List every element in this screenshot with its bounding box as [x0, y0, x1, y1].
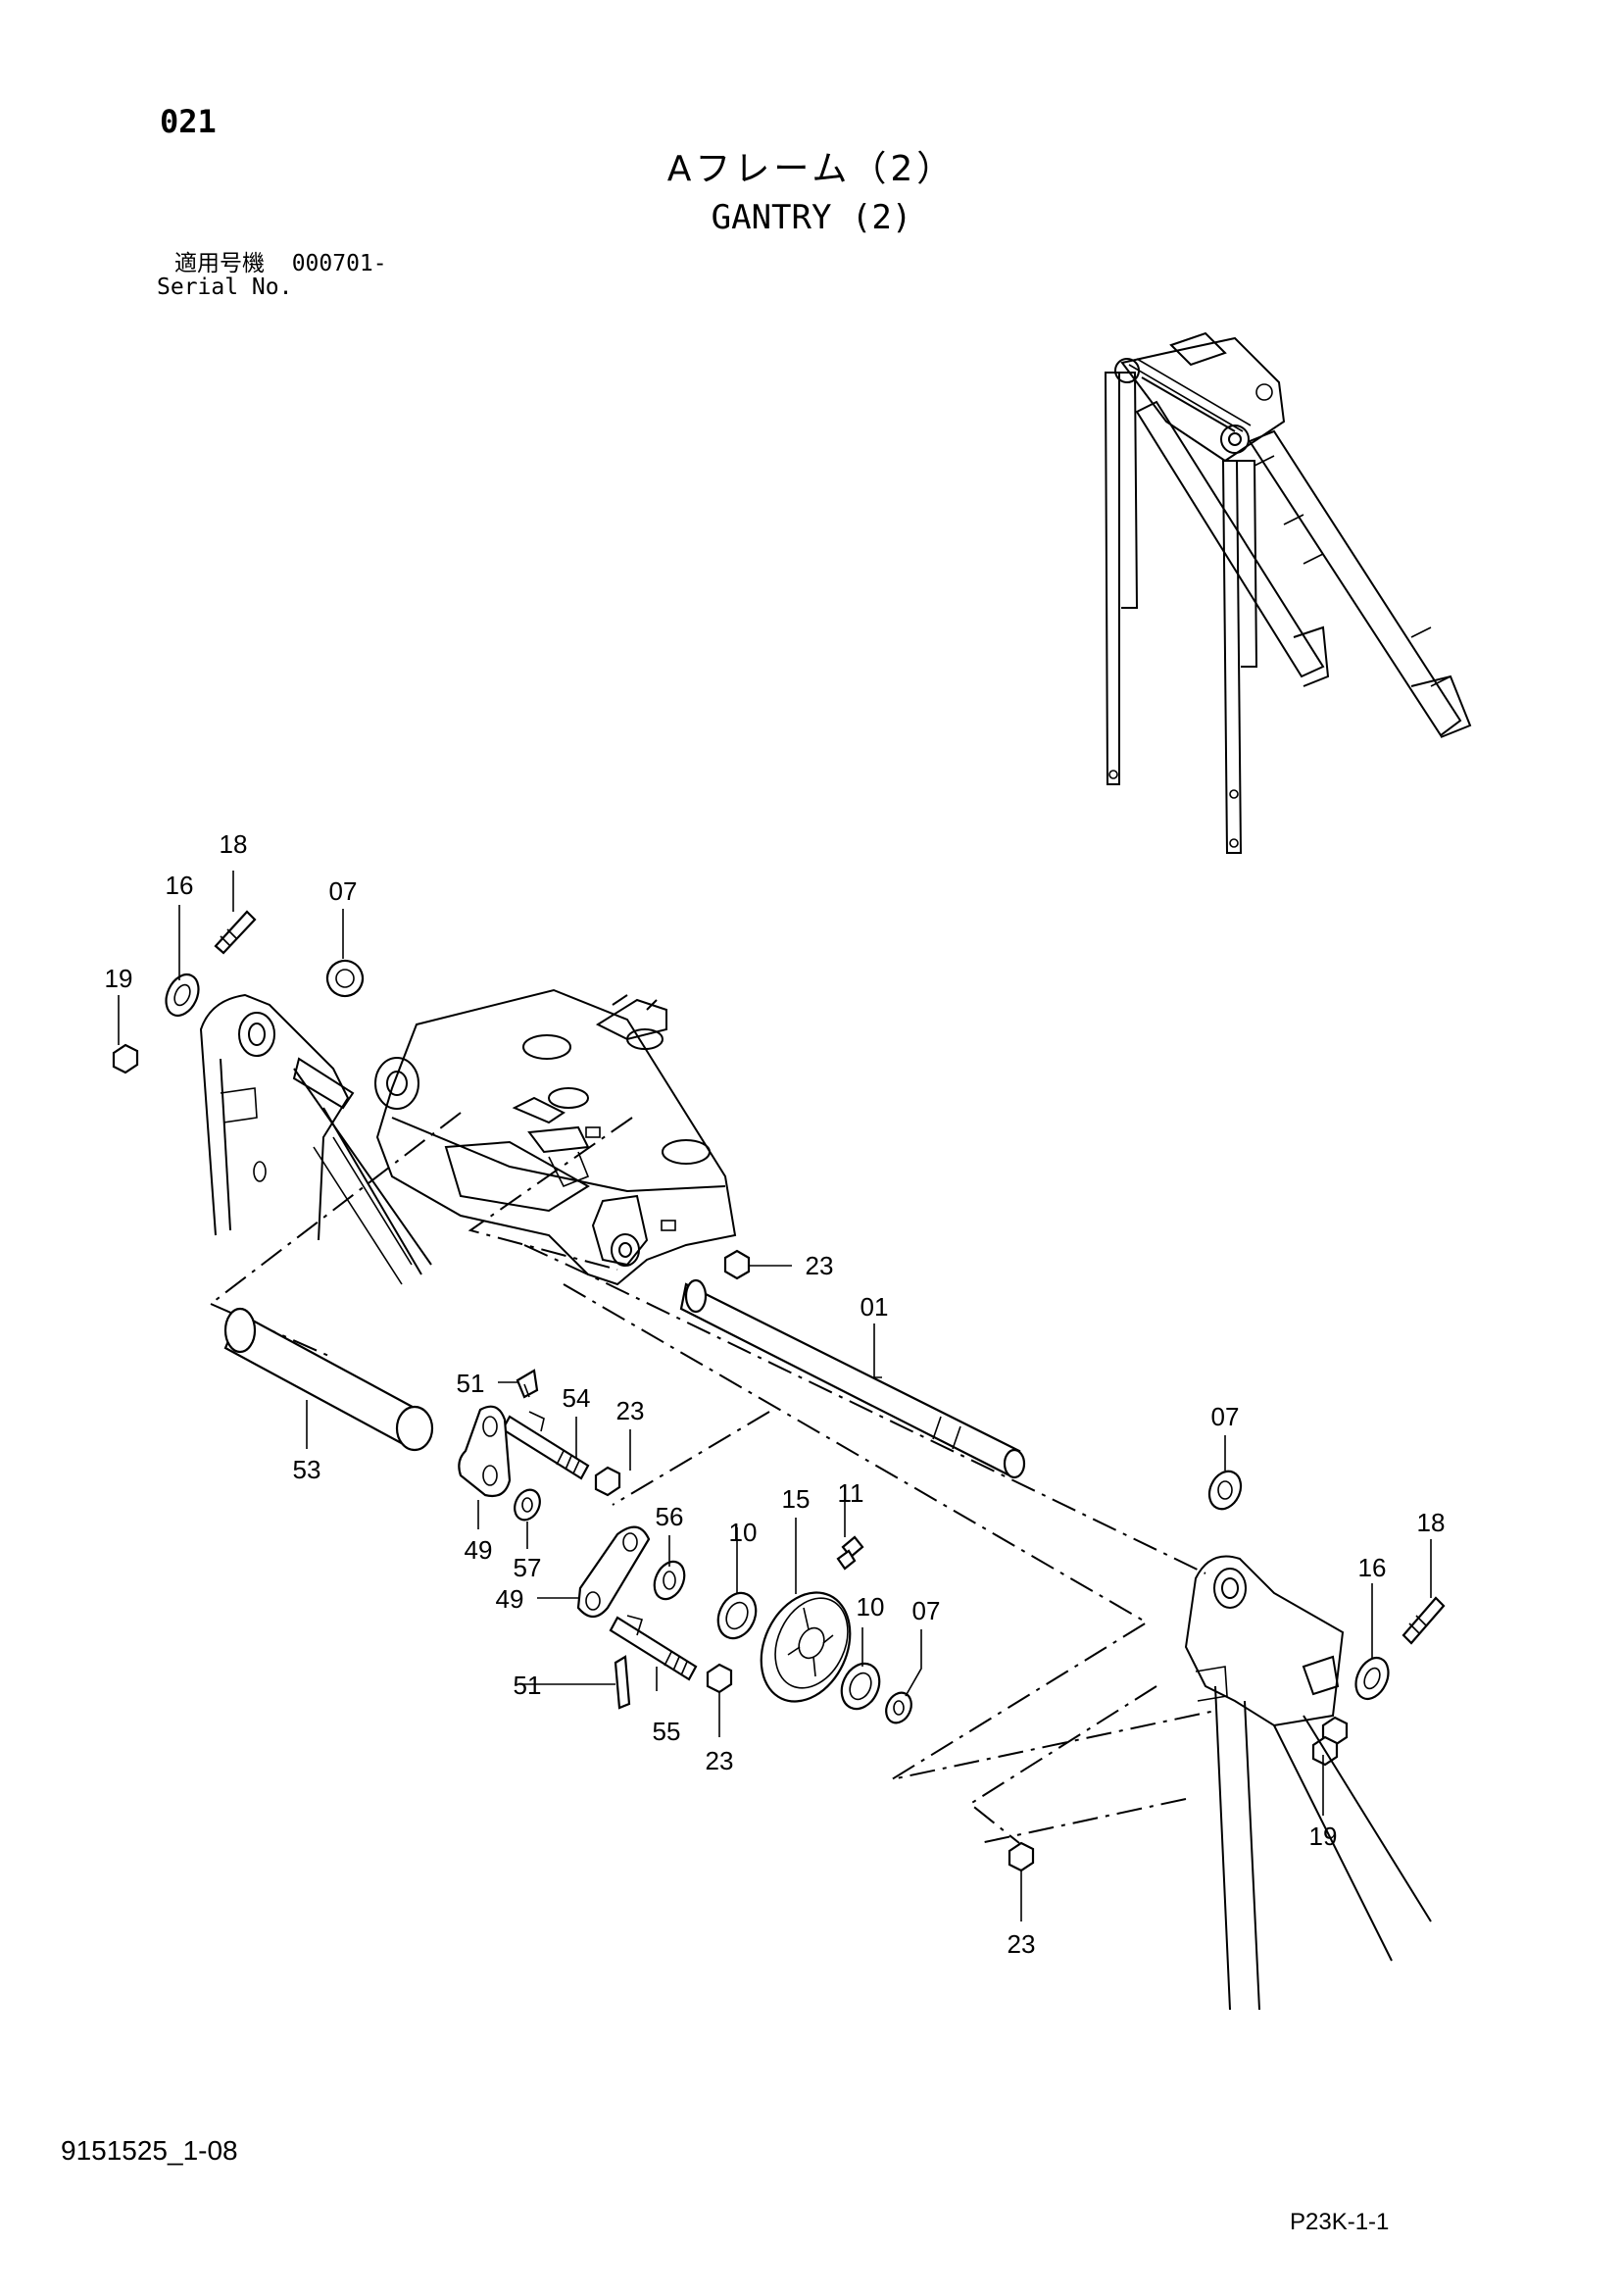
hardware-parts	[112, 910, 1446, 1872]
serial-range-label: 適用号機 000701-	[174, 251, 387, 276]
page-title-japanese: Aフレーム（2）	[666, 149, 957, 189]
callout-07: 07	[912, 1596, 941, 1625]
part-01-pin	[679, 1278, 1026, 1479]
callout-23: 23	[616, 1396, 645, 1425]
callout-23: 23	[806, 1251, 834, 1280]
callout-18: 18	[1417, 1508, 1446, 1537]
callout-51: 51	[514, 1671, 542, 1700]
callout-18: 18	[220, 829, 248, 859]
callout-51: 51	[457, 1369, 485, 1398]
callout-19: 19	[1309, 1822, 1338, 1851]
callout-53: 53	[293, 1455, 321, 1484]
callout-labels: 18 16 07 19 23 01 51 54 23 53 49 57 56 1…	[105, 829, 1446, 1959]
part-53-sleeve	[223, 1307, 434, 1452]
callout-49: 49	[496, 1584, 524, 1614]
callout-15: 15	[782, 1484, 811, 1514]
gantry-right-bracket	[1184, 1555, 1432, 2011]
callout-07: 07	[329, 876, 358, 906]
callout-10: 10	[857, 1592, 885, 1622]
callout-54: 54	[563, 1383, 591, 1413]
callout-55: 55	[653, 1717, 681, 1746]
assembly-centerlines	[210, 1112, 1216, 1844]
callout-07: 07	[1211, 1402, 1240, 1431]
callout-10: 10	[729, 1518, 758, 1547]
document-code: 9151525_1-08	[61, 2135, 238, 2166]
page-number: 021	[160, 103, 217, 140]
callout-11: 11	[838, 1478, 864, 1508]
callout-01: 01	[861, 1292, 889, 1322]
gantry-left-bracket	[199, 993, 432, 1285]
gantry-head-frame	[374, 988, 737, 1286]
page-title-english: GANTRY (2)	[711, 198, 912, 237]
callout-56: 56	[656, 1502, 684, 1531]
leader-lines	[118, 871, 1432, 1922]
callout-16: 16	[166, 871, 194, 900]
serial-number-label: Serial No.	[157, 275, 293, 300]
callout-16: 16	[1358, 1553, 1387, 1582]
callout-23: 23	[706, 1746, 734, 1775]
callout-23: 23	[1008, 1929, 1036, 1959]
callout-57: 57	[514, 1553, 542, 1582]
callout-49: 49	[465, 1535, 493, 1565]
page-reference: P23K-1-1	[1290, 2209, 1390, 2235]
gantry-overview-illustration	[1104, 331, 1472, 854]
callout-19: 19	[105, 964, 133, 993]
